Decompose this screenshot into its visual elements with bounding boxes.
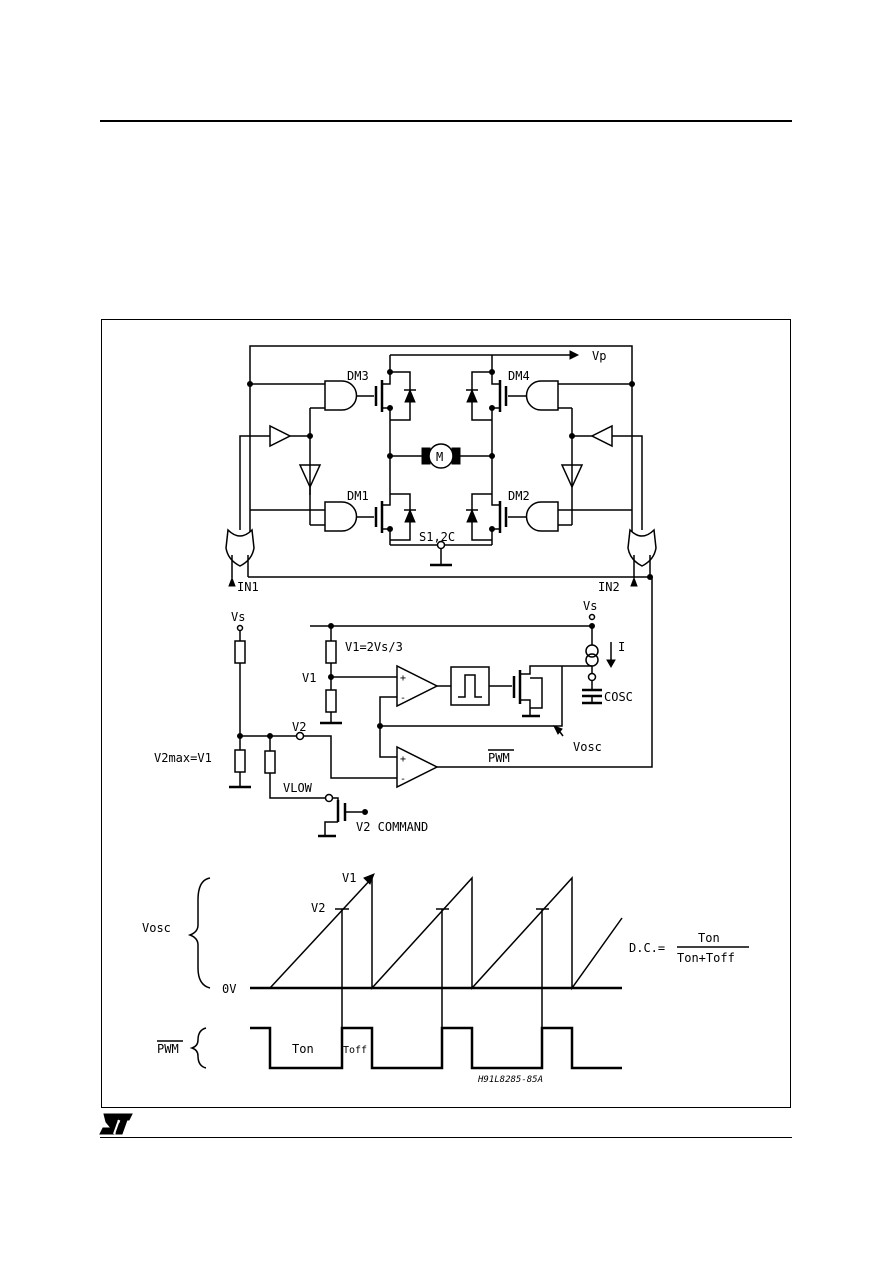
footer-rule — [100, 1137, 792, 1138]
or-gate-in1 — [225, 528, 255, 567]
svg-text:-: - — [400, 774, 406, 785]
current-source — [585, 644, 599, 658]
v2max-label: V2max=V1 — [154, 751, 212, 765]
dm1-label: DM1 — [347, 489, 369, 503]
buffer-left — [269, 424, 292, 448]
sense-label: S1,2C — [419, 530, 455, 544]
vs-right-label: Vs — [583, 599, 597, 613]
v2-level-label: V2 — [311, 901, 325, 915]
inverter-left — [298, 464, 322, 489]
h-bridge: Vp — [225, 345, 657, 594]
zero-level-label: 0V — [222, 982, 236, 996]
mosfet-dm2 — [466, 420, 508, 545]
toff-label: Toff — [343, 1045, 367, 1056]
vlow-label: VLOW — [283, 781, 313, 795]
motor — [428, 443, 454, 469]
svg-text:+: + — [400, 754, 406, 765]
figure-frame — [101, 319, 791, 1108]
vosc-wave-label: Vosc — [142, 921, 171, 935]
svg-text:+: + — [400, 673, 406, 684]
dc-lhs: D.C.= — [629, 941, 665, 955]
st-logo — [99, 1113, 133, 1135]
mosfet-dm3 — [374, 355, 416, 421]
v1-formula-label: V1=2Vs/3 — [345, 640, 403, 654]
v1-level-label: V1 — [342, 871, 356, 885]
and-gate-dm1 — [324, 501, 358, 532]
inverter-right — [560, 464, 584, 489]
svg-text:-: - — [400, 693, 406, 704]
comparator-upper — [396, 664, 439, 708]
v1-label: V1 — [302, 671, 316, 685]
cosc-label: COSC — [604, 690, 633, 704]
pwm-generator: Vs V2max=V1 V2 VLOW — [154, 577, 653, 838]
mosfet-dm4 — [466, 355, 508, 421]
v2-label: V2 — [292, 720, 306, 734]
monostable-block — [450, 666, 490, 706]
buffer-right — [590, 424, 613, 448]
motor-label: M — [436, 450, 443, 464]
vp-label: Vp — [592, 349, 606, 363]
or-gate-in2 — [627, 528, 657, 567]
ton-label: Ton — [292, 1042, 314, 1056]
vp-arrow — [569, 350, 580, 360]
dm4-label: DM4 — [508, 369, 530, 383]
comparator-lower — [396, 745, 439, 789]
current-label: I — [618, 640, 625, 654]
v2-command-label: V2 COMMAND — [356, 820, 428, 834]
and-gate-dm4 — [525, 380, 559, 411]
header-rule — [100, 120, 792, 122]
dc-numerator: Ton — [698, 931, 720, 945]
dc-denominator: Ton+Toff — [677, 951, 735, 965]
in1-label: IN1 — [237, 580, 259, 594]
timing-waveforms: Vosc 0V V1 V2 PWM Ton Toff D — [142, 871, 749, 1085]
pwm-wave-label: PWM — [157, 1042, 179, 1056]
pwm-brace — [189, 1027, 207, 1069]
and-gate-dm3 — [324, 380, 358, 411]
mosfet-dm1 — [374, 420, 416, 545]
dm3-label: DM3 — [347, 369, 369, 383]
vs-left-label: Vs — [231, 610, 245, 624]
pwm-output-label: PWM — [488, 751, 510, 765]
dm2-label: DM2 — [508, 489, 530, 503]
vosc-brace — [187, 877, 211, 989]
figure-code: H91L8285-85A — [477, 1075, 543, 1085]
in2-label: IN2 — [598, 580, 620, 594]
and-gate-dm2 — [525, 501, 559, 532]
vosc-node-label: Vosc — [573, 740, 602, 754]
